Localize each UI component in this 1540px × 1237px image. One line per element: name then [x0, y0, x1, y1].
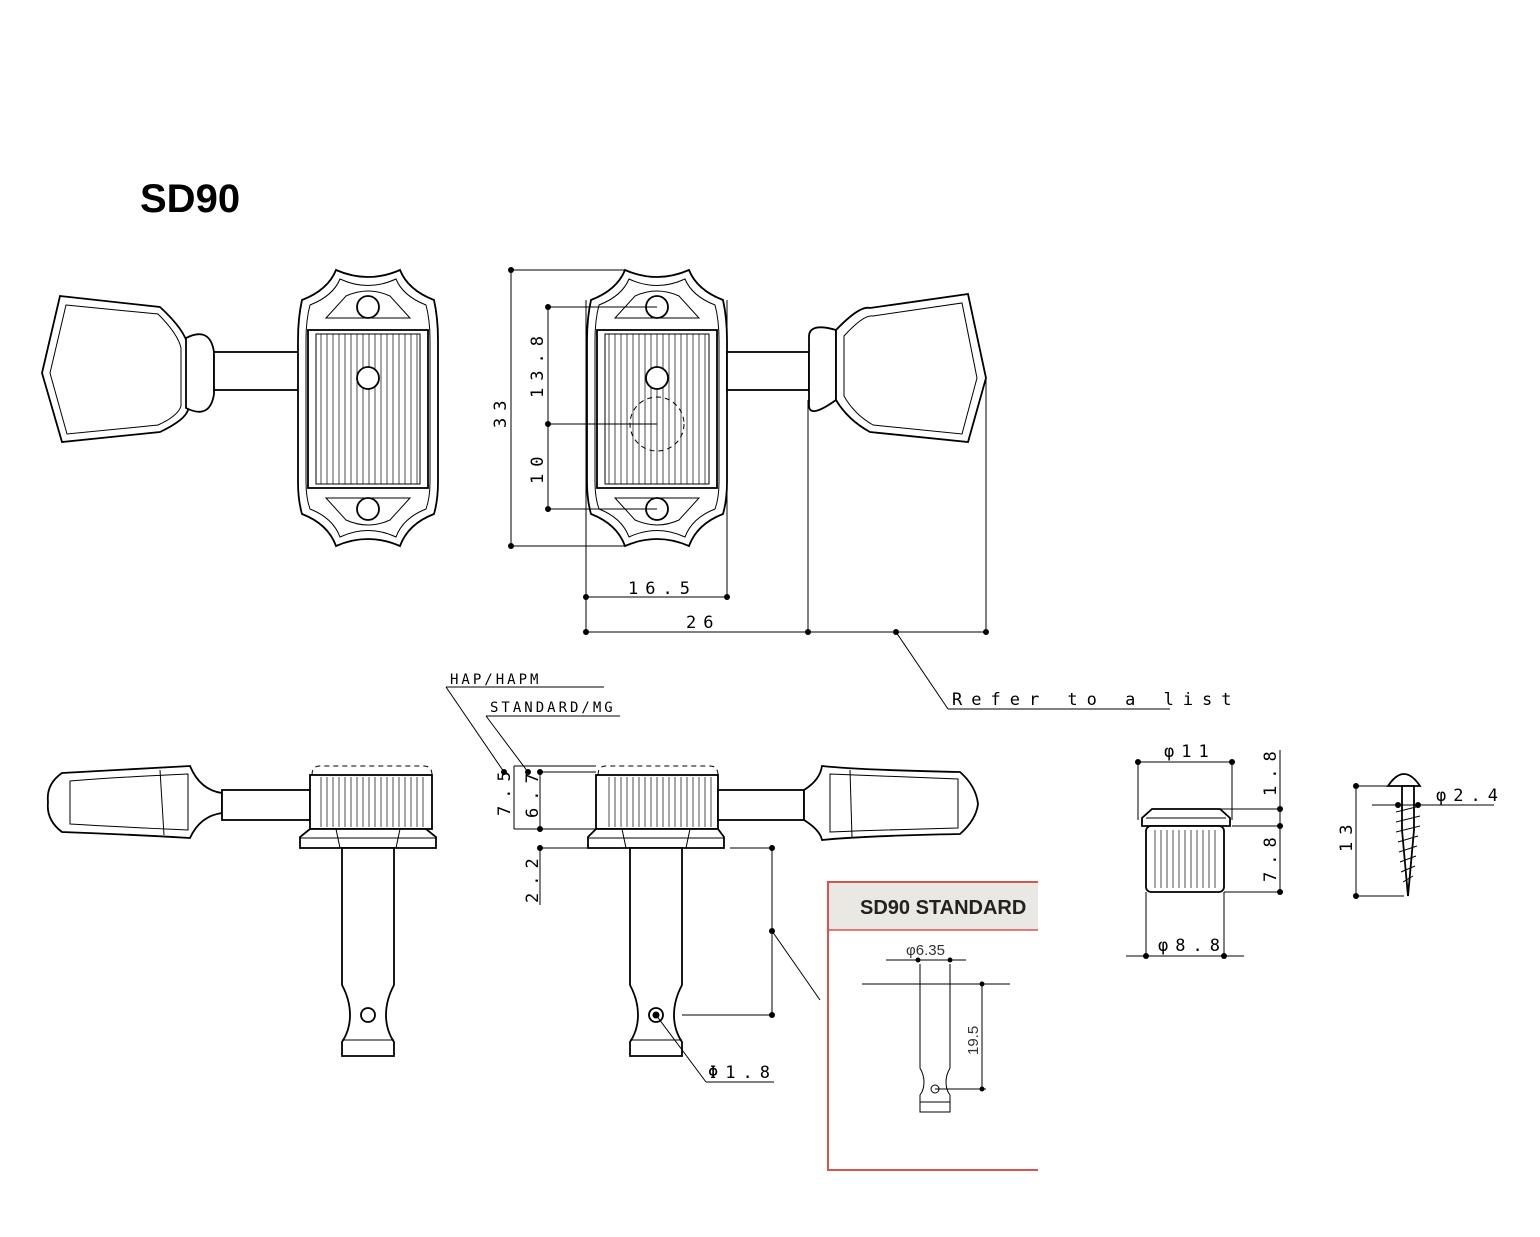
side-view-left [46, 765, 437, 1057]
dim-standard-height: 6.7 [523, 766, 543, 818]
inset-post-diameter: φ6.35 [906, 942, 945, 959]
side-view-right: HAP/HAPM STANDARD/MG 7.5 6.7 2.2 Φ1. [445, 672, 979, 1083]
dim-height-total: 33 [491, 394, 511, 428]
dim-hole-spacing-lower: 10 [528, 450, 548, 484]
standard-mg-label: STANDARD/MG [490, 700, 616, 716]
dim-hole-spacing-upper: 13.8 [528, 329, 548, 398]
dim-screw-dia: φ2.4 [1436, 786, 1505, 806]
dim-hap-height: 7.5 [495, 764, 515, 816]
dim-bushing-outer: φ11 [1164, 742, 1216, 762]
dim-bushing-inner: φ8.8 [1158, 936, 1227, 956]
inset-sd90-standard: SD90 STANDARD φ6.35 19.5 [827, 881, 1038, 1171]
dim-screw-length: 13 [1337, 818, 1357, 852]
dim-overall-width: 26 [686, 613, 720, 633]
front-view-right: 33 13.8 10 16.5 26 Refer to a list [491, 267, 1241, 710]
dim-string-hole: Φ1.8 [708, 1063, 777, 1083]
drawing-title: SD90 [140, 177, 240, 221]
dim-plate-width: 16.5 [628, 579, 697, 599]
screw-view: 13 φ2.4 [1337, 773, 1505, 899]
hap-hapm-label: HAP/HAPM [450, 672, 541, 688]
bushing-view: φ11 1.8 7.8 φ8.8 [1126, 742, 1283, 959]
dim-bushing-flange: 1.8 [1261, 744, 1281, 796]
refer-to-list-note: Refer to a list [952, 690, 1241, 710]
inset-post-height: 19.5 [965, 1026, 982, 1055]
dim-bushing-height: 7.8 [1261, 830, 1281, 882]
inset-title: SD90 STANDARD [860, 897, 1026, 919]
dim-flange: 2.2 [523, 851, 543, 903]
front-view-left [41, 268, 439, 548]
